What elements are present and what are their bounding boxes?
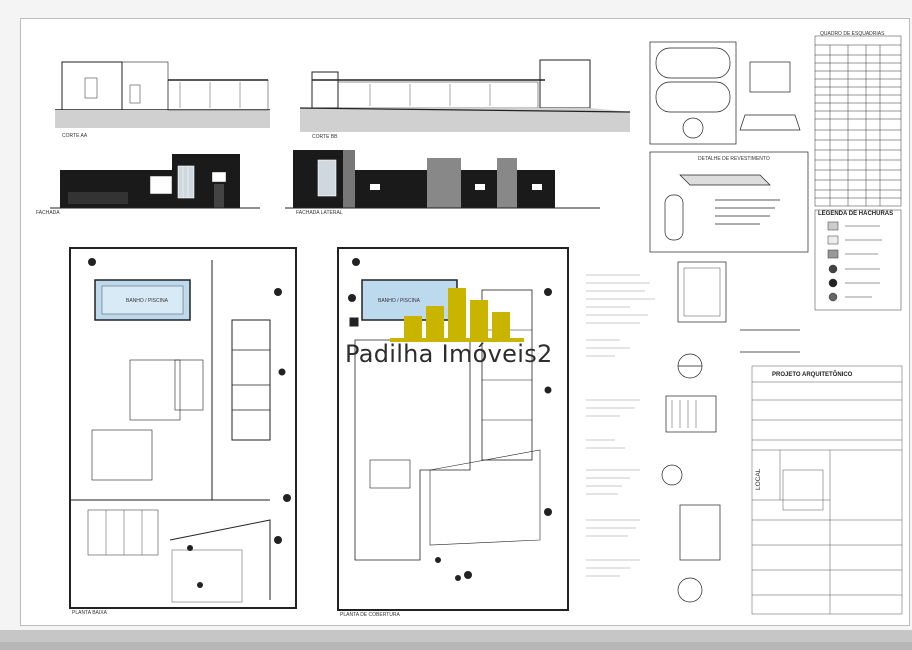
pool-detail-drawing [649, 41, 801, 145]
hatch-legend [814, 209, 902, 311]
section-cut-bb-label: CORTE BB [312, 134, 338, 140]
plan-right-label: PLANTA DE COBERTURA [340, 612, 400, 618]
facade-front-label: FACHADA [36, 210, 60, 216]
pool-label-right: BANHO / PISCINA [378, 298, 421, 304]
facade-side-label: FACHADA LATERAL [296, 210, 343, 216]
plan-left-label: PLANTA BAIXA [72, 610, 108, 616]
title-block-heading: PROJETO ARQUITETÔNICO [772, 372, 853, 378]
septic-tank-details [661, 261, 800, 603]
floor-plan-left [69, 247, 297, 609]
watermark-building-icon [390, 288, 524, 342]
local-label: LOCAL [755, 468, 762, 490]
title-block-lines [751, 365, 903, 615]
bottom-scroll-strip-inner [0, 642, 912, 650]
section-cut-aa-label: CORTE AA [62, 133, 88, 139]
watermark-logo [390, 288, 524, 342]
window-schedule-heading: QUADRO DE ESQUADRIAS [820, 31, 885, 37]
facade-side [285, 150, 600, 209]
section-cut-bb [299, 59, 631, 132]
section-cut-aa [55, 61, 270, 128]
window-schedule-table [814, 35, 902, 207]
tree-symbols-right [348, 258, 552, 581]
facade-front [50, 154, 260, 209]
legend-heading: LEGENDA DE HACHURAS [818, 211, 894, 217]
title-block: PROJETO ARQUITETÔNICO [752, 366, 902, 614]
detail-label: DETALHE DE REVESTIMENTO [698, 156, 770, 162]
bottom-scroll-strip [0, 630, 912, 650]
notes-column [586, 274, 655, 577]
watermark-brand-text: Padilha Imóveis2 [345, 340, 553, 368]
pool-label-left: BANHO / PISCINA [126, 298, 169, 304]
revestimento-detail [649, 151, 809, 253]
tree-symbols-left [88, 258, 291, 588]
